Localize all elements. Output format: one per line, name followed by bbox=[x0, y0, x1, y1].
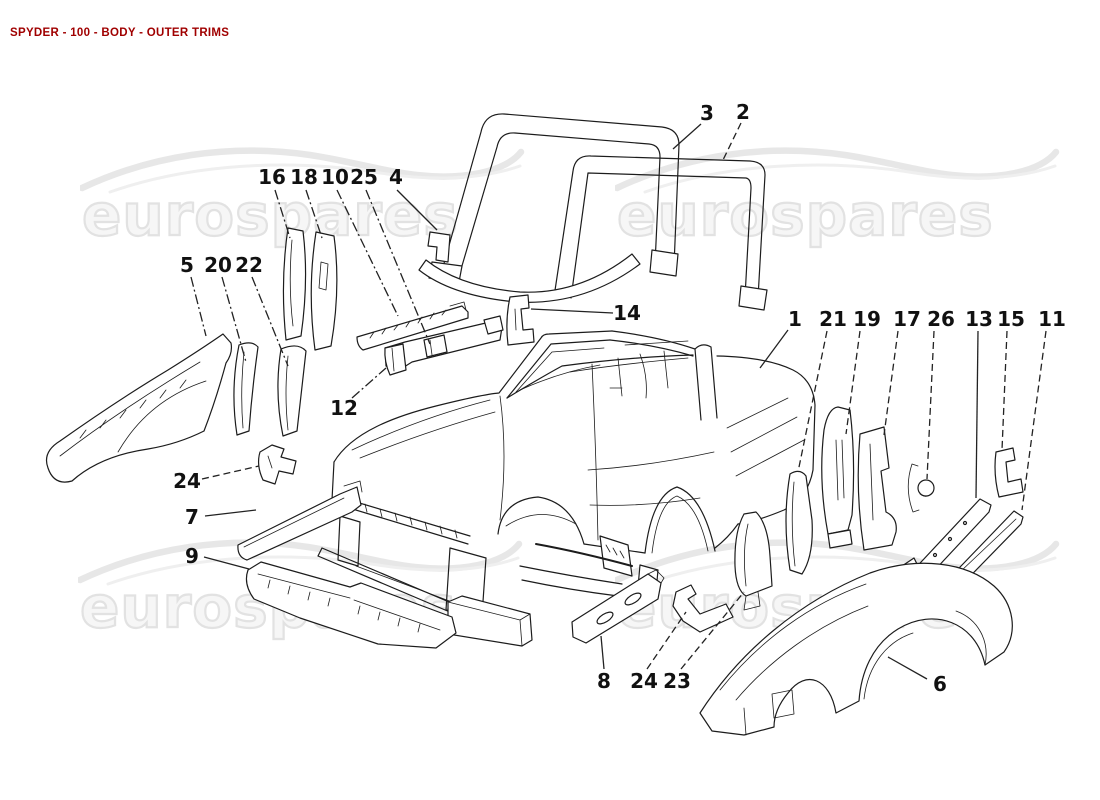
part-label-26[interactable]: 26 bbox=[927, 307, 955, 331]
part-label-24[interactable]: 24 bbox=[630, 669, 658, 693]
watermark-text: eurospares bbox=[616, 181, 994, 249]
part-label-16[interactable]: 16 bbox=[258, 165, 286, 189]
part-label-14[interactable]: 14 bbox=[613, 301, 641, 325]
part-label-1[interactable]: 1 bbox=[788, 307, 802, 331]
part-label-13[interactable]: 13 bbox=[965, 307, 993, 331]
part-label-12[interactable]: 12 bbox=[330, 396, 358, 420]
part-label-5[interactable]: 5 bbox=[180, 253, 194, 277]
part-label-10[interactable]: 10 bbox=[321, 165, 349, 189]
part-label-9[interactable]: 9 bbox=[185, 544, 199, 568]
bottom-middle-parts-art bbox=[571, 511, 773, 644]
sill-rails-art bbox=[356, 294, 535, 376]
part-label-3[interactable]: 3 bbox=[700, 101, 714, 125]
part-label-6[interactable]: 6 bbox=[933, 672, 947, 696]
part-label-19[interactable]: 19 bbox=[853, 307, 881, 331]
part-label-21[interactable]: 21 bbox=[819, 307, 847, 331]
part-label-17[interactable]: 17 bbox=[893, 307, 921, 331]
windscreen-frames-art bbox=[418, 113, 768, 311]
part-label-18[interactable]: 18 bbox=[290, 165, 318, 189]
part-label-4[interactable]: 4 bbox=[389, 165, 403, 189]
left-lower-parts-art bbox=[237, 444, 457, 649]
part-label-25[interactable]: 25 bbox=[350, 165, 378, 189]
part-label-11[interactable]: 11 bbox=[1038, 307, 1066, 331]
part-label-24[interactable]: 24 bbox=[173, 469, 201, 493]
diagram-title: SPYDER - 100 - BODY - OUTER TRIMS bbox=[10, 27, 230, 39]
part-label-15[interactable]: 15 bbox=[997, 307, 1025, 331]
part-label-23[interactable]: 23 bbox=[663, 669, 691, 693]
rear-fender-art bbox=[699, 562, 1013, 736]
pillar-trims-art bbox=[282, 227, 338, 351]
part-label-8[interactable]: 8 bbox=[597, 669, 611, 693]
body-shell-art bbox=[331, 330, 816, 554]
part-label-20[interactable]: 20 bbox=[204, 253, 232, 277]
part-label-22[interactable]: 22 bbox=[235, 253, 263, 277]
part-label-2[interactable]: 2 bbox=[736, 100, 750, 124]
part-label-7[interactable]: 7 bbox=[185, 505, 199, 529]
eurospares-watermark: eurospares bbox=[615, 140, 1060, 250]
